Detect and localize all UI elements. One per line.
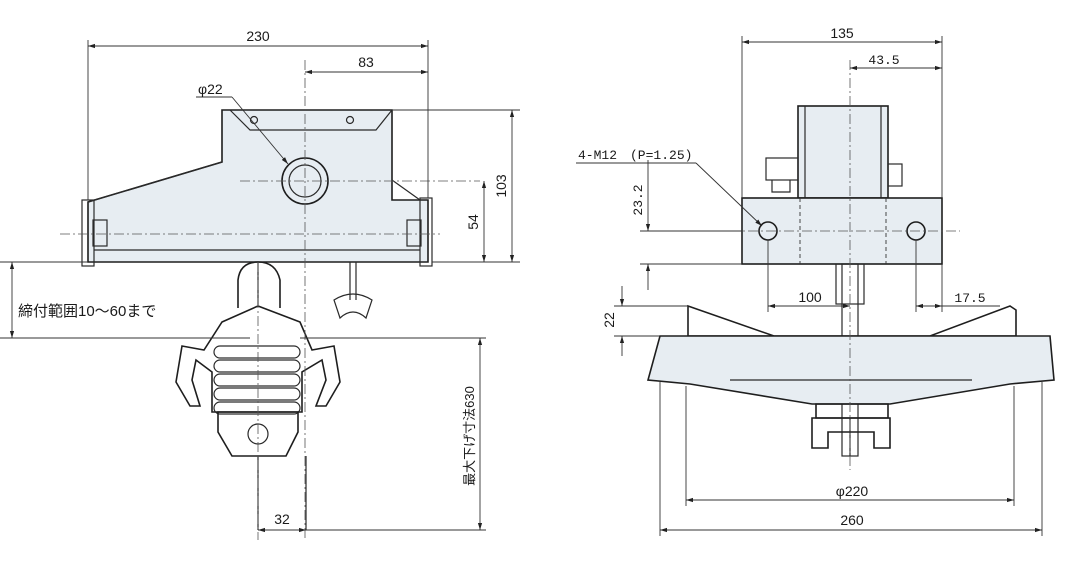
dim-260: 260 <box>840 512 864 528</box>
right-front-view: 135 43.5 4-M12 (P=1.25) 23.2 100 17.5 22 <box>576 25 1055 536</box>
dim-32: 32 <box>274 511 290 527</box>
tray-body <box>646 335 1055 405</box>
dim-54: 54 <box>465 214 481 230</box>
left-side-view: 230 83 φ22 103 54 締付範囲10～60まで 最大下げ寸法630 … <box>0 28 520 540</box>
dim-17-5: 17.5 <box>954 291 985 306</box>
coil-spring <box>213 345 301 415</box>
clamp-range-label: 締付範囲10～60まで <box>18 302 156 320</box>
bolt-spec-label: 4-M12 (P=1.25) <box>578 148 692 163</box>
dim-100: 100 <box>798 289 822 305</box>
dim-phi22: φ22 <box>198 81 223 97</box>
upper-block <box>797 105 889 199</box>
dim-230: 230 <box>246 28 270 44</box>
dim-135: 135 <box>830 25 854 41</box>
dim-22: 22 <box>601 312 617 328</box>
spring-frame <box>175 305 341 413</box>
dim-phi220: φ220 <box>836 483 869 499</box>
dim-83: 83 <box>358 54 374 70</box>
dim-43-5: 43.5 <box>868 53 899 68</box>
dim-23-2: 23.2 <box>631 184 646 215</box>
left-bracket-body <box>87 109 429 263</box>
max-drop-label: 最大下げ寸法630 <box>462 386 477 486</box>
dim-103: 103 <box>493 174 509 198</box>
